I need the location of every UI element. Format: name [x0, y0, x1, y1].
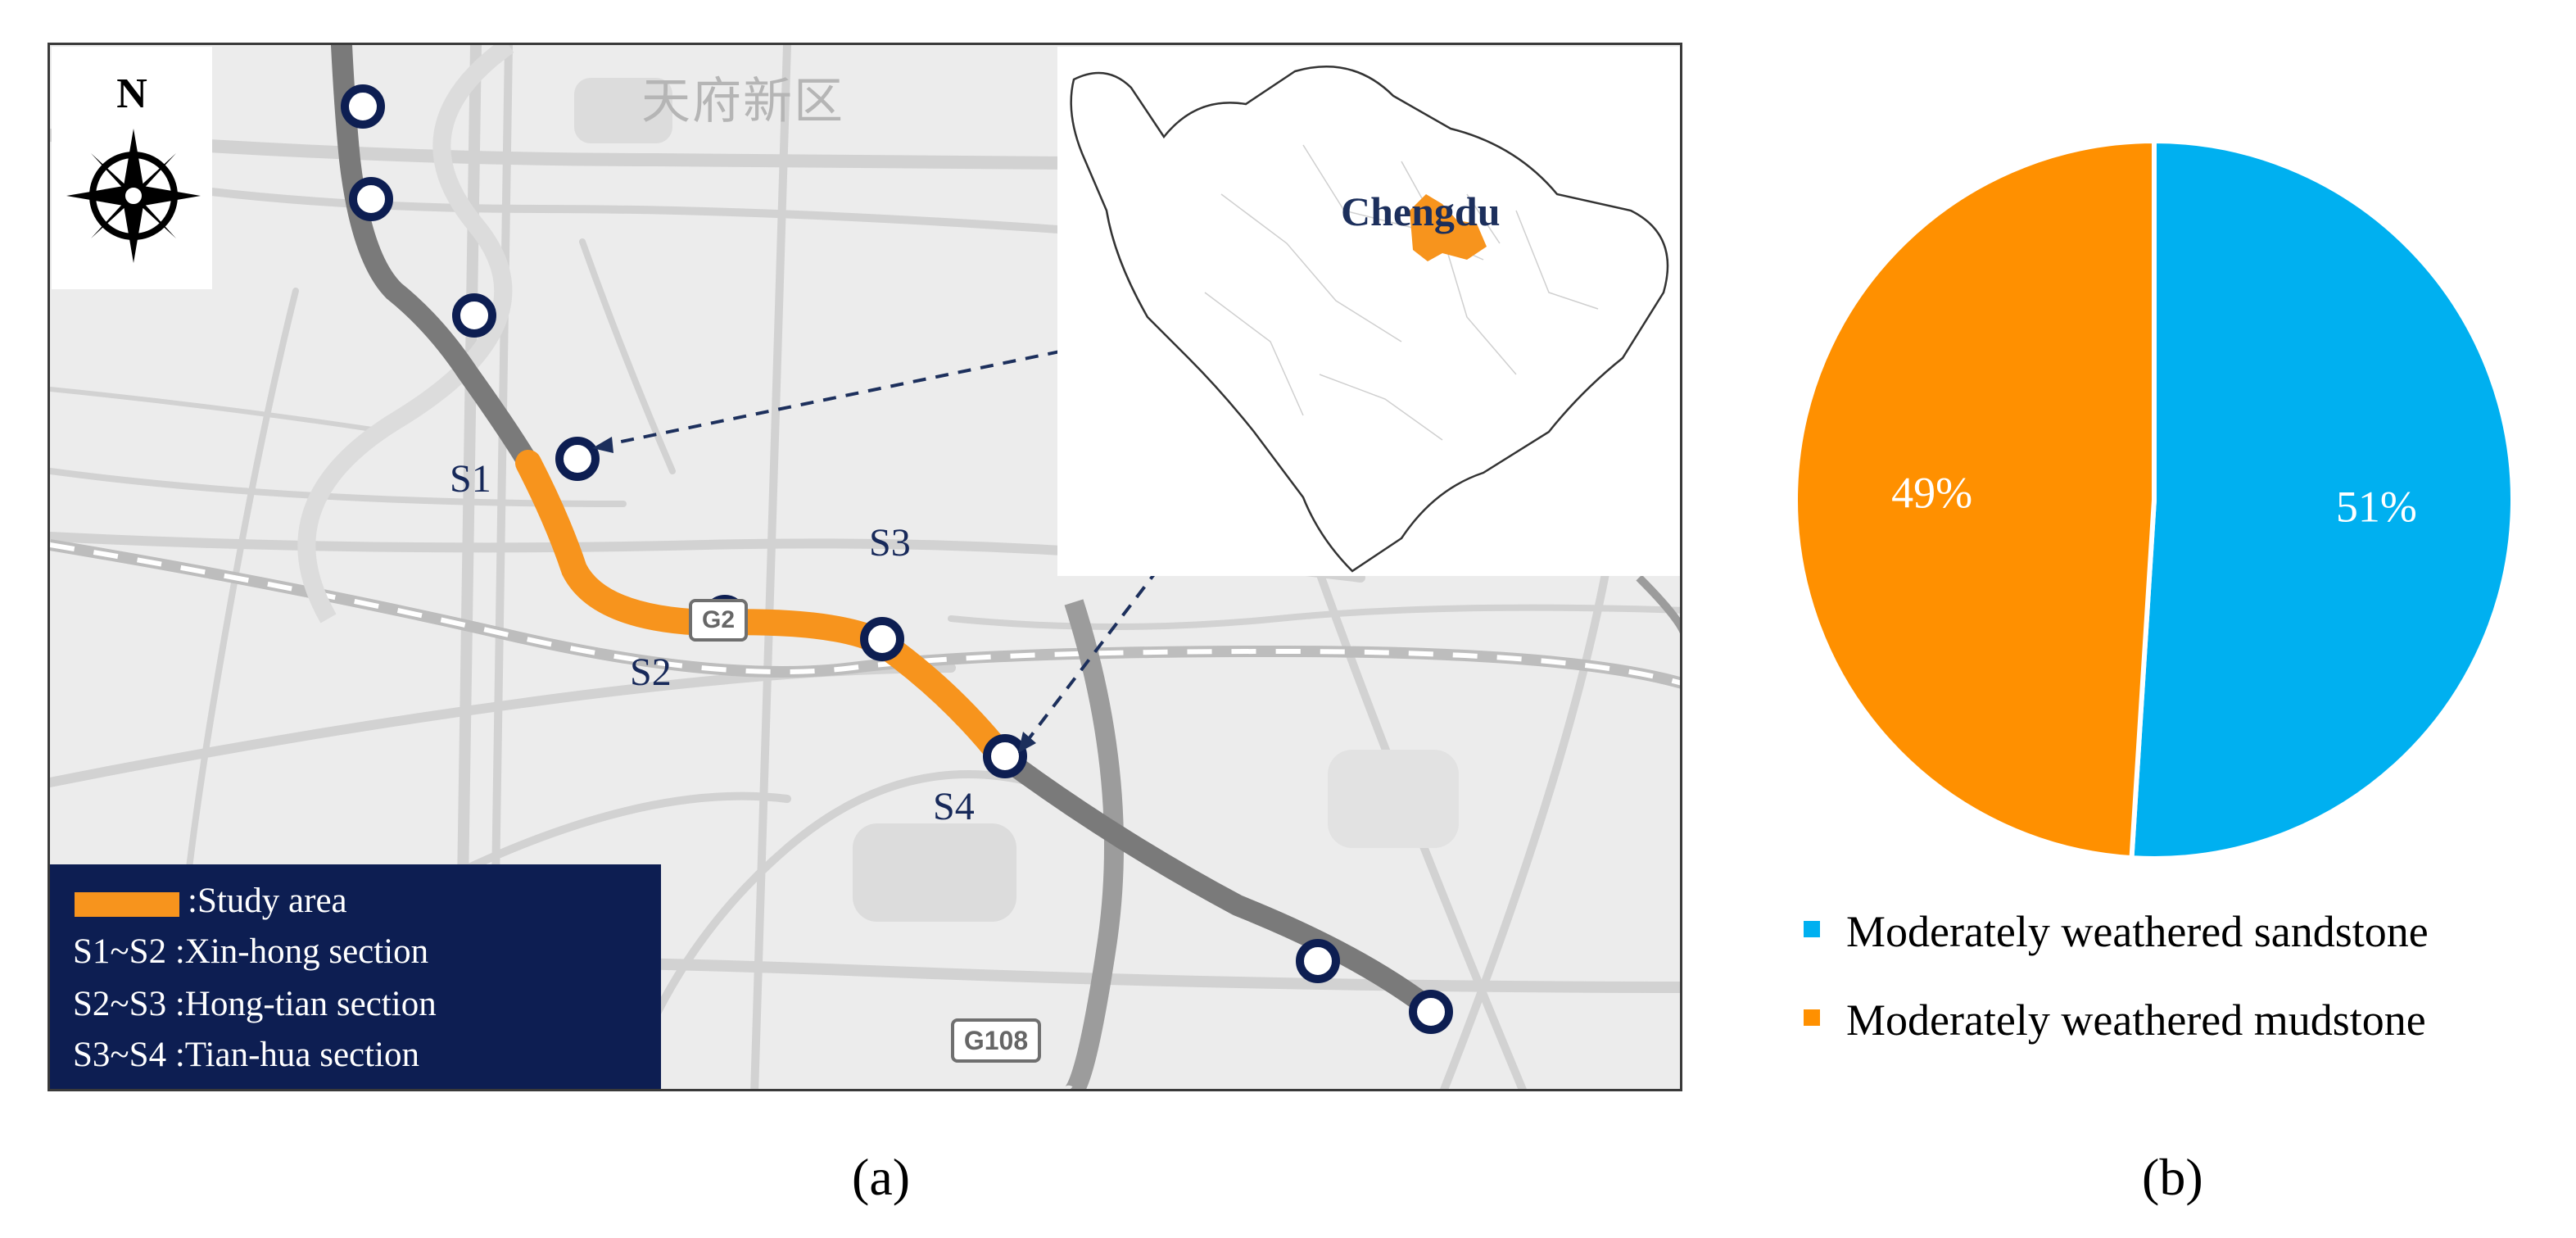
pie-data-label-sandstone: 51% — [2336, 483, 2417, 532]
compass-rose: N — [52, 47, 212, 289]
district-label: 天府新区 — [641, 73, 844, 130]
north-label: N — [116, 70, 147, 117]
pie-data-label-mudstone: 49% — [1891, 468, 1972, 517]
pie-chart: 51% 49% — [1793, 138, 2515, 861]
pie-slice-sandstone — [2129, 138, 2515, 861]
legend-label: Moderately weathered sandstone — [1846, 907, 2429, 956]
station-label-s1: S1 — [450, 457, 491, 501]
legend-study-area: :Study area — [188, 882, 347, 920]
legend-tian-hua: S3~S4 :Tian-hua section — [73, 1036, 420, 1074]
panel-b-caption: (b) — [2142, 1148, 2203, 1206]
study-area-map: 天府新区 S1 S2 S3 S4 G2 G108 N — [48, 43, 1682, 1091]
panel-a-caption: (a) — [852, 1148, 911, 1206]
inset-city-label: Chengdu — [1341, 188, 1501, 234]
road-shield-g108: G108 — [951, 1018, 1041, 1063]
compass-icon — [66, 129, 201, 263]
station-label-s3: S3 — [869, 521, 911, 565]
legend-swatch — [1804, 1009, 1820, 1026]
study-area-swatch — [75, 892, 179, 917]
province-outline — [1070, 66, 1669, 573]
road-shield-g2: G2 — [689, 599, 748, 642]
map-legend: :Study area S1~S2 :Xin-hong section S2~S… — [50, 864, 661, 1089]
legend-swatch — [1804, 921, 1820, 937]
legend-xin-hong: S1~S2 :Xin-hong section — [73, 932, 429, 971]
sichuan-inset-map: Chengdu — [1057, 47, 1680, 576]
legend-hong-tian: S2~S3 :Hong-tian section — [73, 985, 437, 1023]
station-label-s2: S2 — [630, 651, 672, 694]
pie-slice-mudstone — [1793, 138, 2157, 861]
legend-label: Moderately weathered mudstone — [1846, 995, 2426, 1045]
station-label-s4: S4 — [933, 785, 975, 828]
